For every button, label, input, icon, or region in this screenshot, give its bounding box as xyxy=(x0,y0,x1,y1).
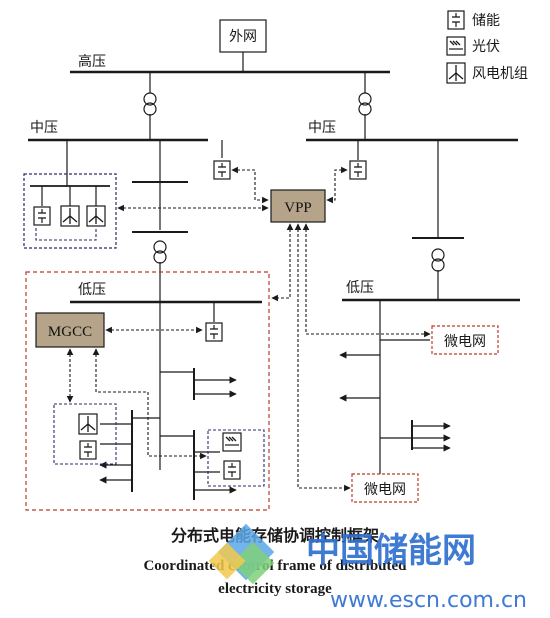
medium-voltage-left-label: 中压 xyxy=(30,120,58,136)
caption-en-line2: electricity storage xyxy=(218,581,332,597)
transformer-hv-right xyxy=(358,92,372,116)
transformer-hv-left xyxy=(143,92,157,116)
storage-icon-lv xyxy=(205,322,223,342)
legend: 储能 光伏 风电机组 xyxy=(446,10,528,84)
pv-icon-lv xyxy=(222,432,242,452)
vpp-box xyxy=(270,189,326,223)
microgrid-left-box xyxy=(25,271,270,511)
watermark: 中国储能网 www.escn.com.cn xyxy=(208,523,527,613)
wind-legend-icon xyxy=(446,62,466,84)
microgrid-right-box xyxy=(431,325,499,355)
low-voltage-left-label: 低压 xyxy=(78,282,106,298)
mgcc-label: MGCC xyxy=(48,324,92,340)
gen-cluster-lv-right xyxy=(207,429,265,487)
external-grid-label: 外网 xyxy=(229,29,257,45)
wind-icon-der-1 xyxy=(60,205,80,227)
microgrid-bottom-box xyxy=(351,473,419,503)
legend-wind-label: 风电机组 xyxy=(472,66,528,82)
microgrid-right-label: 微电网 xyxy=(444,334,486,350)
der-cluster-box xyxy=(23,173,117,249)
storage-icon-der xyxy=(33,206,51,226)
storage-icon-lv-gen xyxy=(79,440,97,460)
pv-legend-icon xyxy=(446,36,466,56)
watermark-url: www.escn.com.cn xyxy=(330,588,527,613)
storage-icon-mv-right xyxy=(349,160,367,180)
microgrid-bottom-label: 微电网 xyxy=(364,482,406,498)
transformer-mv-right xyxy=(431,248,445,272)
mgcc-box xyxy=(35,312,105,348)
caption-en-line1: Coordinated control frame of distributed xyxy=(143,558,407,574)
high-voltage-label: 高压 xyxy=(78,53,106,70)
legend-pv-label: 光伏 xyxy=(472,39,500,55)
medium-voltage-right-label: 中压 xyxy=(308,120,336,136)
storage-legend-icon xyxy=(447,10,465,30)
storage-icon-lv-pv xyxy=(223,460,241,480)
wind-icon-der-2 xyxy=(86,205,106,227)
vpp-label: VPP xyxy=(284,200,312,216)
storage-icon-mv xyxy=(213,160,231,180)
transformer-mv-left xyxy=(153,240,167,264)
low-voltage-right-label: 低压 xyxy=(346,280,374,296)
caption-cn: 分布式电能存储协调控制框架 xyxy=(171,526,379,545)
external-grid-box xyxy=(219,19,267,53)
watermark-cn: 中国储能网 xyxy=(306,531,476,571)
wind-icon-lv xyxy=(78,413,98,435)
legend-storage-label: 储能 xyxy=(472,13,500,29)
